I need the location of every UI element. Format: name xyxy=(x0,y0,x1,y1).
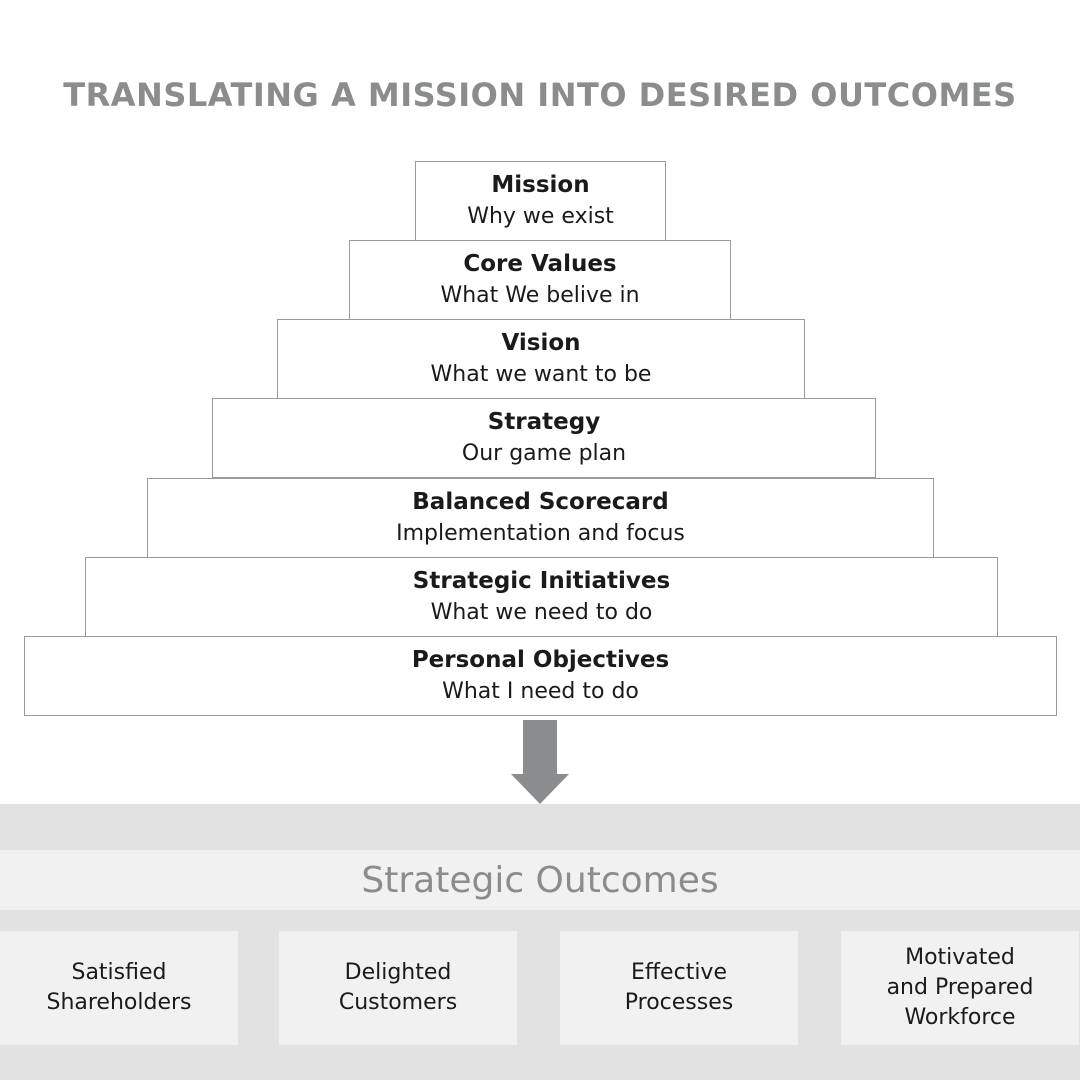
pyramid-tier-mission: Mission Why we exist xyxy=(415,161,666,241)
tier-title: Core Values xyxy=(463,251,617,277)
pyramid-tier-balanced-scorecard: Balanced Scorecard Implementation and fo… xyxy=(147,478,934,558)
pyramid-tier-personal-objectives: Personal Objectives What I need to do xyxy=(24,636,1057,716)
tier-title: Personal Objectives xyxy=(411,647,670,673)
tier-title: Strategy xyxy=(487,409,601,435)
tier-subtitle: Why we exist xyxy=(467,204,614,229)
outcome-card-delighted-customers: Delighted Customers xyxy=(279,931,517,1045)
outcome-card-satisfied-shareholders: Satisfied Shareholders xyxy=(0,931,238,1045)
pyramid-tier-strategic-initiatives: Strategic Initiatives What we need to do xyxy=(85,557,998,637)
strategic-outcomes-header: Strategic Outcomes xyxy=(0,850,1080,910)
tier-subtitle: What I need to do xyxy=(442,679,639,704)
tier-title: Balanced Scorecard xyxy=(412,489,669,515)
pyramid-tier-core-values: Core Values What We belive in xyxy=(349,240,731,320)
tier-subtitle: Implementation and focus xyxy=(396,521,685,546)
outcome-card-effective-processes: Effective Processes xyxy=(560,931,798,1045)
tier-title: Mission xyxy=(491,172,590,198)
tier-subtitle: What we want to be xyxy=(430,362,652,387)
pyramid-tier-strategy: Strategy Our game plan xyxy=(212,398,876,478)
down-arrow-icon xyxy=(511,720,569,804)
tier-subtitle: What We belive in xyxy=(440,283,640,308)
tier-subtitle: Our game plan xyxy=(461,441,627,466)
pyramid-tier-vision: Vision What we want to be xyxy=(277,319,805,399)
tier-subtitle: What we need to do xyxy=(430,600,653,625)
diagram-title: TRANSLATING A MISSION INTO DESIRED OUTCO… xyxy=(63,76,1017,114)
tier-title: Vision xyxy=(501,330,581,356)
outcome-card-motivated-workforce: Motivated and Prepared Workforce xyxy=(841,931,1079,1045)
tier-title: Strategic Initiatives xyxy=(412,568,671,594)
